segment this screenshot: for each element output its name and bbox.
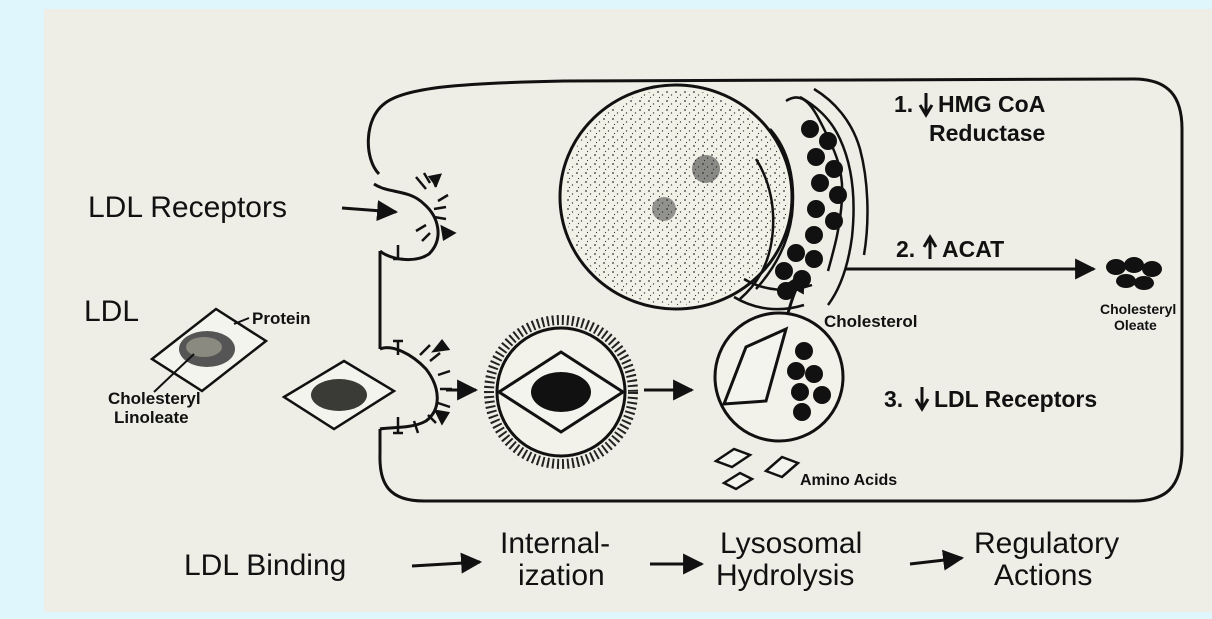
cholesteryl-oleate-droplets (1106, 257, 1162, 290)
step-arrow-3 (910, 558, 962, 564)
step-lysosomal-2: Hydrolysis (716, 559, 854, 592)
linoleate-label: Linoleate (114, 408, 189, 427)
increase-arrow-icon (924, 237, 936, 259)
lysosome (715, 313, 843, 441)
cholesteryl-oleate-label-1: Cholesteryl (1100, 301, 1176, 317)
cholesteryl-label: Cholesteryl (108, 389, 201, 408)
svg-text:2.: 2. (896, 236, 915, 262)
cholesterol-label: Cholesterol (824, 312, 918, 331)
regulatory-item-2: 2. ACAT (896, 236, 1004, 262)
regulatory-item-1: 1. HMG CoA Reductase (894, 91, 1045, 146)
svg-text:ACAT: ACAT (942, 236, 1004, 262)
step-arrow-1 (412, 562, 480, 566)
cholesteryl-oleate-label-2: Oleate (1114, 317, 1157, 333)
decrease-arrow-icon (916, 387, 928, 409)
step-internalization-1: Internal- (500, 527, 610, 560)
ldl-pathway-diagram: LDL Receptors LDL Protein Cholesteryl Li… (44, 9, 1212, 612)
coated-vesicle (489, 320, 633, 464)
amino-acids-label: Amino Acids (800, 472, 897, 489)
amino-acid-fragments (716, 449, 798, 489)
nucleus (560, 85, 792, 309)
svg-text:Reductase: Reductase (929, 120, 1045, 146)
step-internalization-2: ization (518, 559, 605, 592)
ldl-receptor-marks-bottom (393, 341, 452, 433)
ldl-receptors-label: LDL Receptors (88, 191, 287, 224)
coated-pit-top (374, 184, 438, 260)
ldl-receptor-marks-top (393, 173, 454, 259)
step-regulatory-1: Regulatory (974, 527, 1119, 560)
step-ldl-binding: LDL Binding (184, 549, 346, 582)
diagram-slide: LDL Receptors LDL Protein Cholesteryl Li… (44, 9, 1212, 612)
svg-text:LDL Receptors: LDL Receptors (934, 386, 1097, 412)
step-lysosomal-1: Lysosomal (720, 527, 862, 560)
protein-label: Protein (252, 309, 311, 328)
ldl-receptors-arrow (342, 208, 396, 212)
decrease-arrow-icon (920, 93, 932, 115)
svg-text:3.: 3. (884, 386, 903, 412)
ldl-label: LDL (84, 295, 139, 328)
regulatory-item-3: 3. LDL Receptors (884, 386, 1097, 412)
bound-ldl-particle (284, 361, 394, 429)
step-regulatory-2: Actions (994, 559, 1092, 592)
svg-text:1.: 1. (894, 91, 913, 117)
svg-text:HMG CoA: HMG CoA (938, 91, 1045, 117)
